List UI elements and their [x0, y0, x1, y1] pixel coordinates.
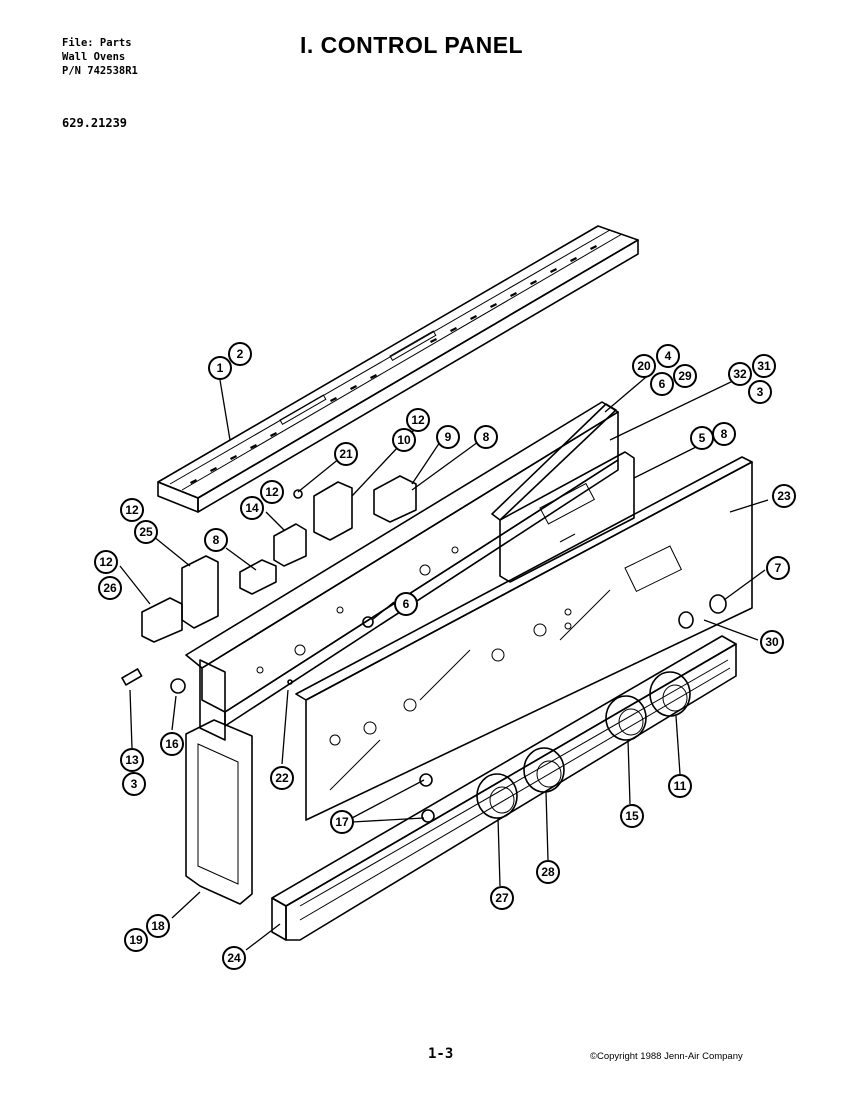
- callout-6-top: 6: [650, 372, 674, 396]
- callout-label: 15: [625, 809, 639, 823]
- file-label: File: Parts: [62, 37, 132, 49]
- product-label: Wall Ovens: [62, 51, 126, 63]
- callout-label: 16: [165, 737, 179, 751]
- callout-label: 12: [411, 413, 425, 427]
- callout-label: 14: [245, 501, 259, 515]
- callout-label: 4: [665, 349, 672, 363]
- callout-19: 19: [124, 928, 148, 952]
- callout-label: 3: [131, 777, 138, 791]
- callout-32: 32: [728, 362, 752, 386]
- callout-7: 7: [766, 556, 790, 580]
- copyright-notice: ©Copyright 1988 Jenn-Air Company: [590, 1051, 743, 1062]
- part-number-label: P/N 742538R1: [62, 65, 138, 77]
- control-panel-back-plate: [185, 401, 619, 741]
- callout-label: 12: [99, 555, 113, 569]
- callout-label: 11: [674, 779, 687, 793]
- callout-label: 32: [733, 367, 747, 381]
- callout-3-bottom: 3: [122, 772, 146, 796]
- callout-18: 18: [146, 914, 170, 938]
- callout-label: 18: [151, 919, 165, 933]
- vent-slots: [190, 245, 597, 484]
- callout-label: 7: [775, 561, 782, 575]
- callout-24: 24: [222, 946, 246, 970]
- callout-label: 8: [483, 430, 490, 444]
- callout-5: 5: [690, 426, 714, 450]
- callout-label: 19: [129, 933, 143, 947]
- callout-17: 17: [330, 810, 354, 834]
- callout-label: 8: [721, 427, 728, 441]
- callout-label: 20: [637, 359, 651, 373]
- front-glass-panel: [295, 456, 753, 821]
- page-title: I. CONTROL PANEL: [300, 32, 524, 58]
- callout-1: 1: [208, 356, 232, 380]
- callout-20: 20: [632, 354, 656, 378]
- callout-8-c: 8: [204, 528, 228, 552]
- document-meta: File: Parts Wall Ovens P/N 742538R1: [62, 36, 138, 78]
- callout-label: 13: [125, 753, 139, 767]
- callout-label: 23: [777, 489, 791, 503]
- callout-label: 17: [335, 815, 349, 829]
- callout-16: 16: [160, 732, 184, 756]
- callout-label: 25: [139, 525, 153, 539]
- callout-label: 29: [678, 369, 692, 383]
- callout-9: 9: [436, 425, 460, 449]
- small-hardware: [121, 489, 374, 694]
- callout-label: 2: [237, 347, 244, 361]
- callout-label: 10: [397, 433, 411, 447]
- control-knobs: [419, 594, 727, 823]
- callout-label: 5: [699, 431, 706, 445]
- callout-14: 14: [240, 496, 264, 520]
- callout-12-c: 12: [120, 498, 144, 522]
- callout-27: 27: [490, 886, 514, 910]
- clock-timer-module: [491, 403, 635, 583]
- callout-label: 12: [265, 485, 279, 499]
- callout-12-d: 12: [94, 550, 118, 574]
- bottom-trim-rail: [271, 635, 737, 941]
- callout-28: 28: [536, 860, 560, 884]
- callout-10: 10: [392, 428, 416, 452]
- callout-label: 28: [541, 865, 555, 879]
- callout-label: 3: [757, 385, 764, 399]
- callout-12-a: 12: [406, 408, 430, 432]
- callout-label: 8: [213, 533, 220, 547]
- callout-label: 1: [217, 361, 224, 375]
- callout-31: 31: [752, 354, 776, 378]
- callout-22: 22: [270, 766, 294, 790]
- callout-8-a: 8: [474, 425, 498, 449]
- callout-label: 21: [339, 447, 353, 461]
- callout-label: 12: [125, 503, 139, 517]
- callout-29: 29: [673, 364, 697, 388]
- callout-30: 30: [760, 630, 784, 654]
- callout-label: 27: [495, 891, 509, 905]
- callout-label: 24: [227, 951, 241, 965]
- callout-15: 15: [620, 804, 644, 828]
- callout-label: 6: [403, 597, 410, 611]
- page-number: 1-3: [428, 1046, 454, 1062]
- callout-23: 23: [772, 484, 796, 508]
- leader-lines: [119, 371, 769, 951]
- callout-label: 9: [445, 430, 452, 444]
- callout-11: 11: [668, 774, 692, 798]
- callout-3-top: 3: [748, 380, 772, 404]
- callout-label: 26: [103, 581, 117, 595]
- model-number: 629.21239: [62, 116, 128, 130]
- callout-12-b: 12: [260, 480, 284, 504]
- callout-13: 13: [120, 748, 144, 772]
- callout-label: 31: [757, 359, 771, 373]
- callout-2: 2: [228, 342, 252, 366]
- selector-switches: [141, 475, 417, 643]
- callout-26: 26: [98, 576, 122, 600]
- end-cap: [185, 719, 253, 905]
- callout-label: 6: [659, 377, 666, 391]
- callout-8-b: 8: [712, 422, 736, 446]
- callout-21: 21: [334, 442, 358, 466]
- callout-4: 4: [656, 344, 680, 368]
- callout-label: 22: [275, 771, 289, 785]
- callout-label: 30: [765, 635, 779, 649]
- callout-25: 25: [134, 520, 158, 544]
- vent-trim-strip: [157, 225, 639, 513]
- callout-6-mid: 6: [394, 592, 418, 616]
